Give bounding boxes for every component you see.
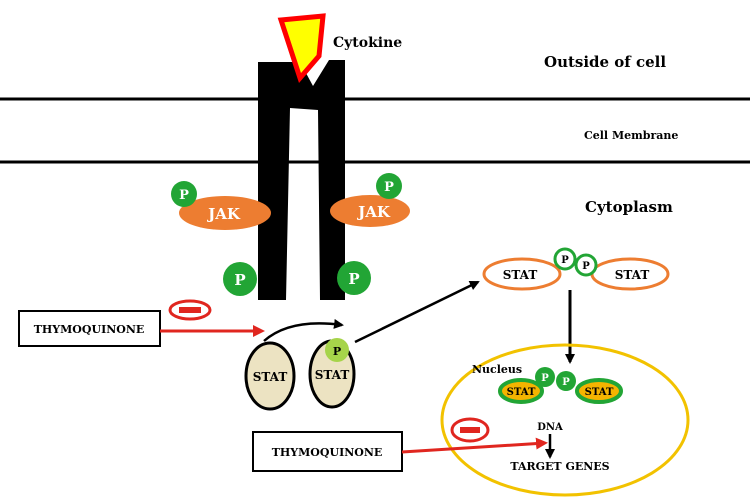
label-cell-membrane: Cell Membrane bbox=[584, 129, 678, 142]
phospho-jak-left bbox=[171, 181, 197, 207]
thymoquinone-box-bottom bbox=[252, 431, 403, 472]
stat-phosphorylated-label: STAT bbox=[315, 368, 350, 382]
phospho-stat bbox=[325, 338, 349, 362]
nuclear-phospho-right-label: P bbox=[562, 377, 570, 388]
phospho-receptor-right bbox=[337, 261, 371, 295]
phospho-jak-right bbox=[376, 173, 402, 199]
inhibit-symbol-bottom-bar bbox=[460, 427, 480, 433]
nuclear-phospho-left bbox=[535, 367, 555, 387]
phospho-receptor-right-label: P bbox=[348, 270, 359, 288]
phospho-jak-right-label: P bbox=[384, 180, 394, 195]
nuclear-stat-left-label: STAT bbox=[507, 387, 536, 398]
jak-left-label: JAK bbox=[206, 205, 241, 223]
inhibit-arrow-bottom bbox=[401, 437, 548, 454]
phospho-jak-left-label: P bbox=[179, 188, 189, 203]
stat-unphosphorylated bbox=[244, 341, 296, 411]
jak-right-label: JAK bbox=[356, 203, 391, 221]
phospho-stat-label: P bbox=[333, 345, 341, 358]
nuclear-phospho-left-label: P bbox=[541, 373, 549, 384]
jak-left bbox=[179, 196, 271, 230]
stat-dimer-left bbox=[482, 257, 562, 291]
label-nucleus: Nucleus bbox=[472, 363, 522, 376]
phospho-dimer-right bbox=[574, 253, 598, 277]
label-dna: DNA bbox=[537, 422, 563, 433]
inhibit-symbol-top-bar bbox=[179, 307, 201, 313]
phospho-dimer-left bbox=[553, 247, 577, 271]
nucleus bbox=[440, 343, 690, 497]
dimerization-arrow bbox=[354, 280, 480, 344]
thymoquinone-box-top bbox=[18, 310, 161, 347]
phospho-receptor-left-label: P bbox=[234, 271, 245, 289]
stat-dimer-left-label: STAT bbox=[503, 268, 538, 282]
nuclear-stat-left bbox=[498, 378, 544, 404]
label-outside-of-cell: Outside of cell bbox=[544, 53, 666, 71]
cytokine-ligand bbox=[277, 13, 326, 83]
label-target-genes: TARGET GENES bbox=[510, 460, 609, 473]
stat-transfer-arrow bbox=[263, 318, 344, 342]
phospho-dimer-left-label: P bbox=[561, 255, 569, 266]
nuclear-phospho-right bbox=[556, 371, 576, 391]
label-cytoplasm: Cytoplasm bbox=[585, 198, 673, 216]
thymoquinone-label-bottom: THYMOQUINONE bbox=[272, 446, 383, 459]
phospho-receptor-left bbox=[223, 262, 257, 296]
phospho-dimer-right-label: P bbox=[582, 261, 590, 272]
label-cytokine: Cytokine bbox=[333, 35, 402, 51]
nuclear-stat-right-label: STAT bbox=[585, 387, 614, 398]
stat-dimer-right-label: STAT bbox=[615, 268, 650, 282]
nuclear-stat-right bbox=[575, 378, 623, 404]
jak-right bbox=[330, 195, 410, 227]
thymoquinone-label-top: THYMOQUINONE bbox=[34, 323, 145, 336]
stat-unphosphorylated-label: STAT bbox=[253, 370, 288, 384]
cytokine-receptor bbox=[258, 60, 345, 300]
